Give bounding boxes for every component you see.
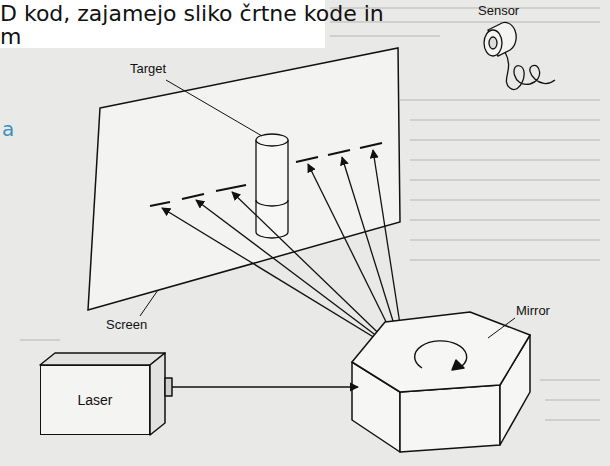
light-beam (162, 150, 404, 352)
target-cylinder (256, 134, 288, 238)
screen (88, 48, 400, 310)
overlay-text: a (2, 118, 14, 140)
part-label: Sensor (478, 4, 519, 18)
overlay-text: m (0, 25, 21, 49)
sensor (484, 22, 555, 89)
node-text: Laser (77, 392, 112, 408)
part-label: Screen (106, 318, 147, 332)
laser-box: Laser (40, 365, 150, 435)
rotating-mirror (352, 312, 530, 452)
laser-housing (40, 353, 172, 435)
leader-line (140, 80, 515, 338)
part-label: Mirror (516, 304, 550, 318)
background-text (20, 8, 600, 420)
part-label: Target (130, 62, 166, 76)
overlay-text: D kod, zajamejo sliko črtne kode in (0, 2, 384, 26)
laser-beam (172, 386, 358, 387)
